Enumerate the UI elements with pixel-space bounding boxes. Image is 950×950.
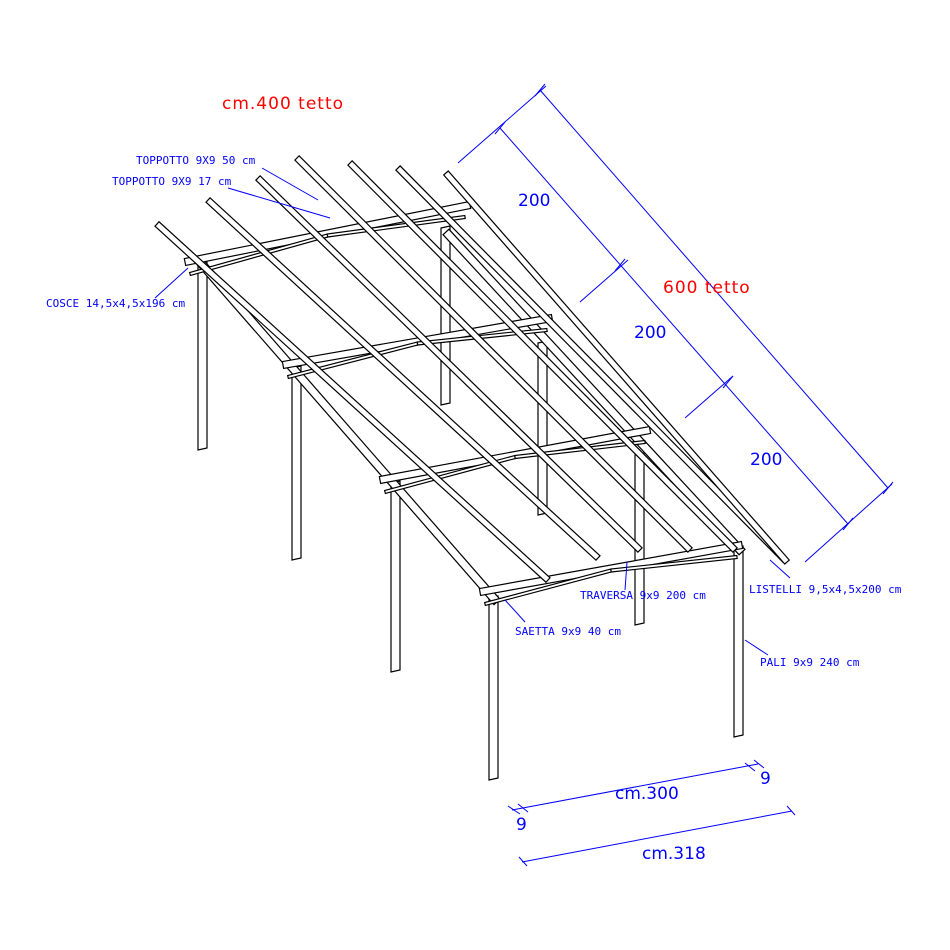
dim-line-600 <box>539 89 889 489</box>
label-toppotto-17: TOPPOTTO 9X9 17 cm <box>112 175 232 188</box>
posts <box>197 225 744 781</box>
saetta <box>514 439 646 460</box>
segment-3: 200 <box>750 450 782 470</box>
post <box>537 340 548 516</box>
saetta <box>326 214 466 238</box>
label-toppotto-50: TOPPOTTO 9X9 50 cm <box>136 154 256 167</box>
dim-post-left: 9 <box>516 815 527 835</box>
title-length: 600 tetto <box>663 278 751 298</box>
title-width: cm.400 tetto <box>222 94 344 114</box>
ext-line <box>684 375 734 419</box>
rafters <box>154 155 791 584</box>
listello-rafter <box>255 175 643 553</box>
dim-line-318 <box>521 810 793 863</box>
label-listelli: LISTELLI 9,5x4,5x200 cm <box>749 583 902 596</box>
post <box>488 595 499 781</box>
label-saetta: SAETTA 9x9 40 cm <box>515 625 621 638</box>
listello-rafter <box>442 170 791 565</box>
dim-line-300 <box>511 763 759 811</box>
traversa-back <box>442 228 746 556</box>
post <box>291 365 302 561</box>
beams <box>183 200 746 607</box>
post <box>390 480 401 673</box>
dim-post-right: 9 <box>760 769 771 789</box>
post <box>733 545 744 738</box>
dimension-lines <box>154 83 894 867</box>
label-pali: PALI 9x9 240 cm <box>760 656 860 669</box>
dim-span: cm.300 <box>615 784 679 804</box>
ext-line <box>579 259 629 303</box>
label-cosce: COSCE 14,5x4,5x196 cm <box>46 297 185 310</box>
segment-1: 200 <box>518 191 550 211</box>
listello-rafter <box>154 220 551 584</box>
dim-line-200 <box>499 127 849 525</box>
listello-rafter <box>347 160 738 553</box>
saetta <box>610 554 738 573</box>
ext-line <box>457 85 547 164</box>
dim-total: cm.318 <box>642 844 706 864</box>
listello-rafter <box>294 155 693 553</box>
post <box>197 255 208 451</box>
listello-rafter <box>205 196 601 562</box>
segment-2: 200 <box>634 323 666 343</box>
label-traversa: TRAVERSA 9x9 200 cm <box>580 589 706 602</box>
